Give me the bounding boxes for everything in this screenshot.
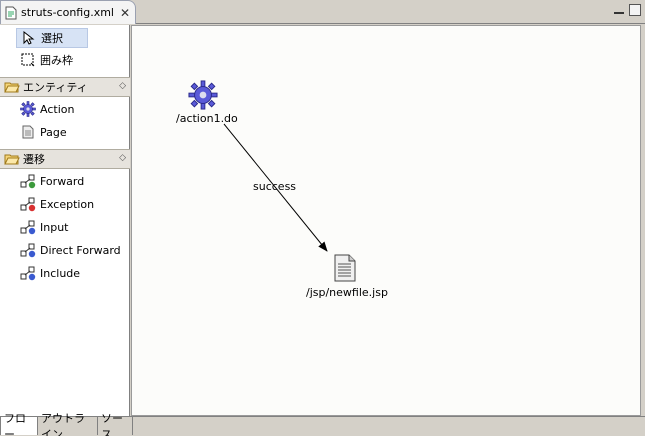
- editor-tab-label: struts-config.xml: [21, 6, 114, 19]
- palette-item-input-label: Input: [40, 220, 69, 234]
- palette-item-page-label: Page: [40, 125, 67, 139]
- palette-item-exception-label: Exception: [40, 197, 95, 211]
- folder-open-icon: [4, 82, 20, 93]
- window-controls: [613, 4, 641, 16]
- maximize-button[interactable]: [629, 4, 641, 16]
- palette: 選択 囲み枠 エンティティ ◇: [0, 25, 130, 416]
- page-node-label[interactable]: /jsp/newfile.jsp: [306, 286, 388, 299]
- action-node-label[interactable]: /action1.do: [176, 112, 238, 125]
- close-icon[interactable]: ✕: [120, 5, 131, 20]
- palette-select-tool[interactable]: 選択: [16, 28, 88, 48]
- tab-flow[interactable]: フロー: [0, 412, 38, 436]
- tab-source[interactable]: ソース: [98, 412, 133, 436]
- drawer-pin-icon[interactable]: ◇: [119, 81, 126, 91]
- palette-item-input[interactable]: Input: [16, 217, 72, 237]
- drawer-entities-label: エンティティ: [23, 81, 88, 94]
- transition-label[interactable]: success: [253, 180, 297, 193]
- direct-forward-icon: [20, 242, 36, 258]
- page-node[interactable]: [333, 254, 357, 282]
- drawer-entities[interactable]: エンティティ ◇: [0, 77, 130, 97]
- gear-icon: [20, 101, 36, 117]
- transition-layer: [223, 123, 328, 252]
- drawer-transitions-label: 遷移: [23, 153, 45, 166]
- drawer-transitions[interactable]: 遷移 ◇: [0, 149, 130, 169]
- diagram-canvas[interactable]: /action1.do success /jsp/newfile.jsp: [131, 25, 641, 416]
- palette-marquee-label: 囲み枠: [40, 54, 73, 67]
- palette-item-exception[interactable]: Exception: [16, 194, 98, 214]
- palette-marquee-tool[interactable]: 囲み枠: [16, 50, 77, 70]
- folder-open-icon: [4, 154, 20, 165]
- page-icon: [20, 124, 36, 140]
- palette-item-forward[interactable]: Forward: [16, 171, 88, 191]
- include-icon: [20, 265, 36, 281]
- tab-outline[interactable]: アウトライン: [38, 412, 98, 436]
- page-icon: [334, 254, 356, 282]
- arrow-pointer-icon: [21, 30, 37, 46]
- editor-tabstrip: struts-config.xml ✕: [0, 0, 645, 24]
- gear-icon: [188, 80, 218, 110]
- palette-item-include[interactable]: Include: [16, 263, 84, 283]
- editor-right-border: [641, 25, 645, 416]
- action-node[interactable]: [188, 80, 218, 110]
- palette-item-direct-forward-label: Direct Forward: [40, 243, 121, 257]
- palette-select-label: 選択: [41, 32, 63, 45]
- palette-item-direct-forward[interactable]: Direct Forward: [16, 240, 125, 260]
- input-icon: [20, 219, 36, 235]
- palette-item-include-label: Include: [40, 266, 81, 280]
- xml-file-icon: [5, 6, 17, 19]
- success-transition-line[interactable]: [223, 123, 328, 252]
- marquee-icon: [20, 52, 36, 68]
- palette-item-action-label: Action: [40, 102, 75, 116]
- palette-item-action[interactable]: Action: [16, 99, 78, 119]
- editor-bottom-tabs: フロー アウトライン ソース: [0, 412, 645, 436]
- palette-item-forward-label: Forward: [40, 174, 85, 188]
- exception-icon: [20, 196, 36, 212]
- editor-tab-struts-config[interactable]: struts-config.xml ✕: [0, 0, 136, 24]
- palette-item-page[interactable]: Page: [16, 122, 71, 142]
- minimize-button[interactable]: [613, 4, 625, 16]
- forward-icon: [20, 173, 36, 189]
- drawer-pin-icon[interactable]: ◇: [119, 153, 126, 163]
